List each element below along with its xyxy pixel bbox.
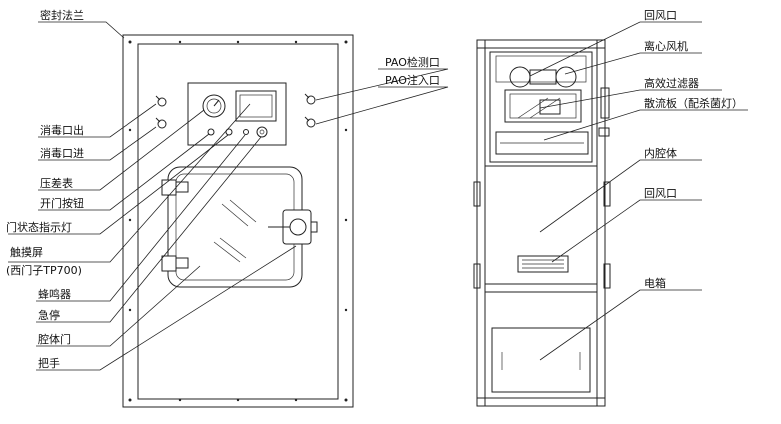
control-panel — [187, 82, 287, 146]
seal-flange-frame — [122, 34, 354, 408]
cabinet-outline — [476, 39, 606, 407]
label-buzzer: 蜂鸣器 — [38, 287, 71, 301]
door-hinge-side-icon — [473, 263, 481, 289]
side-valve-icon — [598, 127, 610, 137]
label-touchscreen-model: (西门子TP700) — [6, 263, 82, 277]
return-air-top-area — [495, 55, 587, 83]
leader-lines-right — [529, 21, 748, 361]
side-port-icon — [600, 87, 610, 119]
handle-icon — [268, 209, 318, 245]
label-disinfect-in: 消毒口进 — [40, 146, 84, 160]
diffuser-plate-icon — [495, 131, 589, 155]
label-emergency-stop: 急停 — [38, 308, 60, 322]
label-chamber-door: 腔体门 — [38, 332, 71, 346]
label-inner-chamber: 内腔体 — [644, 146, 677, 160]
label-disinfect-out: 消毒口出 — [40, 123, 84, 137]
label-handle: 把手 — [38, 356, 60, 370]
labels-left: 密封法兰 PAO检测口 PAO注入口 消毒口出 消毒口进 压差表 开门按钮 门状… — [6, 8, 440, 370]
side-view — [473, 21, 748, 407]
label-diffuser-plate: 散流板（配杀菌灯） — [644, 96, 743, 110]
return-air-grille-icon — [517, 255, 569, 273]
disinfect-in-port-icon — [155, 117, 167, 129]
label-return-air-top: 回风口 — [644, 9, 677, 22]
door-status-light-icon — [225, 128, 233, 136]
label-door-open-button: 开门按钮 — [40, 196, 84, 210]
pressure-gauge-icon — [202, 94, 226, 118]
cabinet-inner-wall — [484, 39, 598, 407]
label-centrifugal-fan: 离心风机 — [644, 39, 688, 53]
buzzer-icon — [243, 129, 249, 135]
pao-test-port-icon — [304, 93, 316, 105]
label-pao-test-port: PAO检测口 — [385, 55, 440, 69]
touchscreen-icon — [235, 90, 277, 122]
label-touchscreen: 触摸屏 — [10, 245, 43, 259]
leader-lines-left — [8, 21, 449, 371]
label-door-status-light: 门状态指示灯 — [6, 220, 72, 234]
electric-box — [491, 327, 591, 393]
labels-right: 回风口 离心风机 高效过滤器 散流板（配杀菌灯） 内腔体 回风口 电箱 — [644, 9, 743, 290]
label-hepa-filter: 高效过滤器 — [644, 76, 699, 90]
emergency-stop-icon — [256, 126, 268, 138]
label-electric-box: 电箱 — [644, 276, 666, 290]
disinfect-out-port-icon — [155, 95, 167, 107]
door-open-button-icon — [207, 128, 215, 136]
label-seal-flange: 密封法兰 — [40, 8, 84, 22]
front-view — [8, 21, 449, 408]
label-pressure-gauge: 压差表 — [40, 176, 73, 190]
rear-bracket-icon — [603, 263, 611, 289]
door-hinge-icon — [161, 179, 189, 272]
pao-inject-port-icon — [304, 116, 316, 128]
label-return-air-bottom: 回风口 — [644, 187, 677, 200]
door-hinge-side-icon — [473, 181, 481, 207]
label-pao-inject-port: PAO注入口 — [385, 73, 440, 87]
rear-bracket-icon — [603, 181, 611, 207]
flange-bolts — [128, 40, 348, 402]
fan-compartment — [489, 51, 593, 163]
hepa-filter-icon — [504, 89, 582, 123]
inner-chamber — [484, 165, 598, 285]
